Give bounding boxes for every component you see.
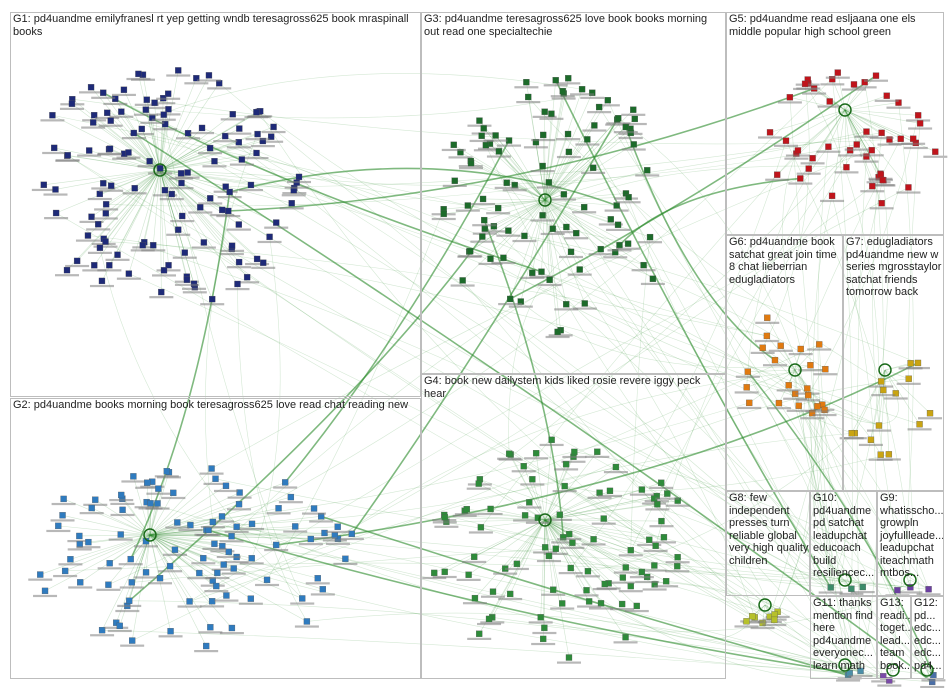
group-g4: G4: book new dailystem kids liked rosie … <box>421 374 726 679</box>
group-title: G10: pd4uandme pd satchat leadupchat edu… <box>813 492 877 580</box>
node <box>749 613 755 619</box>
group-g9: G9: whatisscho... growpln joyfullleade..… <box>877 491 944 596</box>
group-g3: G3: pd4uandme teresagross625 love book b… <box>421 12 726 374</box>
group-title: G13: readi... toget... lead... team book… <box>880 597 911 672</box>
group-g10: G10: pd4uandme pd satchat leadupchat edu… <box>810 491 877 596</box>
group-title: G2: pd4uandme books morning book teresag… <box>13 399 413 412</box>
node <box>743 618 749 624</box>
group-g2: G2: pd4uandme books morning book teresag… <box>10 398 421 679</box>
group-title: G5: pd4uandme read esljaana one els midd… <box>729 13 939 38</box>
group-title: G4: book new dailystem kids liked rosie … <box>424 375 719 400</box>
group-title: G11: thanks mention find here pd4uandme … <box>813 597 877 672</box>
node-label <box>921 679 945 681</box>
group-g1: G1: pd4uandme emilyfranesl rt yep gettin… <box>10 12 421 397</box>
group-title: G8: few independent presses turn reliabl… <box>729 492 810 567</box>
group-title: G12: pd... edc... edc... edc... pd4... <box>914 597 944 672</box>
node-label <box>836 679 860 681</box>
node-label <box>734 625 758 627</box>
group-g7: G7: edugladiators pd4uandme new w series… <box>843 235 944 491</box>
group-g5: G5: pd4uandme read esljaana one els midd… <box>726 12 944 235</box>
group-g6: G6: pd4uandme book satchat great join ti… <box>726 235 843 491</box>
node-label <box>877 684 901 686</box>
node <box>771 617 777 623</box>
group-title: G6: pd4uandme book satchat great join ti… <box>729 236 841 286</box>
group-title: G1: pd4uandme emilyfranesl rt yep gettin… <box>13 13 413 38</box>
group-g13: G13: readi... toget... lead... team book… <box>877 596 911 679</box>
group-g12: G12: pd... edc... edc... edc... pd4... <box>911 596 944 679</box>
group-title: G7: edugladiators pd4uandme new w series… <box>846 236 944 299</box>
group-g11: G11: thanks mention find here pd4uandme … <box>810 596 877 679</box>
group-title: G9: whatisscho... growpln joyfullleade..… <box>880 492 944 580</box>
group-title: G3: pd4uandme teresagross625 love book b… <box>424 13 709 38</box>
node <box>772 611 778 617</box>
group-g8: G8: few independent presses turn reliabl… <box>726 491 810 596</box>
node-label <box>762 624 786 626</box>
